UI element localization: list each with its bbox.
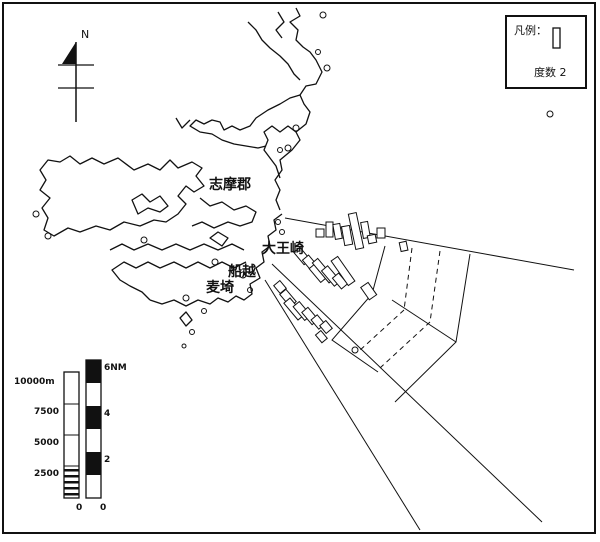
legend-box-symbol [552,27,561,49]
islands [32,11,554,354]
north-label: N [81,28,89,41]
map-frame [2,2,596,534]
scale-m-tick-7500: 7500 [34,407,59,417]
place-funakoshi: 船越 [228,263,257,280]
scale-nm-tick-6: 6NM [104,363,127,373]
north-arrow-icon [62,42,76,64]
survey-grid [264,217,575,531]
scale-nm-tick-0: 0 [100,503,106,513]
scale-m-tick-2500: 2500 [34,469,59,479]
legend-title: 凡例： [514,23,547,37]
compass: N [58,28,94,122]
legend-caption: 度数 2 [534,65,567,79]
scale-m-tick-10000: 10000m [14,377,55,387]
place-shima: 志摩郡 [209,176,251,193]
place-daiozaki: 大王崎 [262,240,304,257]
coastline [39,7,323,327]
place-mugisaki: 麦埼 [206,279,234,296]
legend: 凡例： 度数 2 [505,15,587,89]
scale-nm-tick-2: 2 [104,455,110,465]
scale-bar-meters: 10000m 7500 5000 2500 0 [14,371,82,513]
survey-grid-dashed [357,247,441,369]
scale-m-tick-5000: 5000 [34,438,59,448]
frequency-boxes [273,211,409,344]
scale-m-tick-0: 0 [76,503,82,513]
scale-bar-nm: 6NM 4 2 0 [85,359,127,513]
scale-nm-tick-4: 4 [104,409,110,419]
